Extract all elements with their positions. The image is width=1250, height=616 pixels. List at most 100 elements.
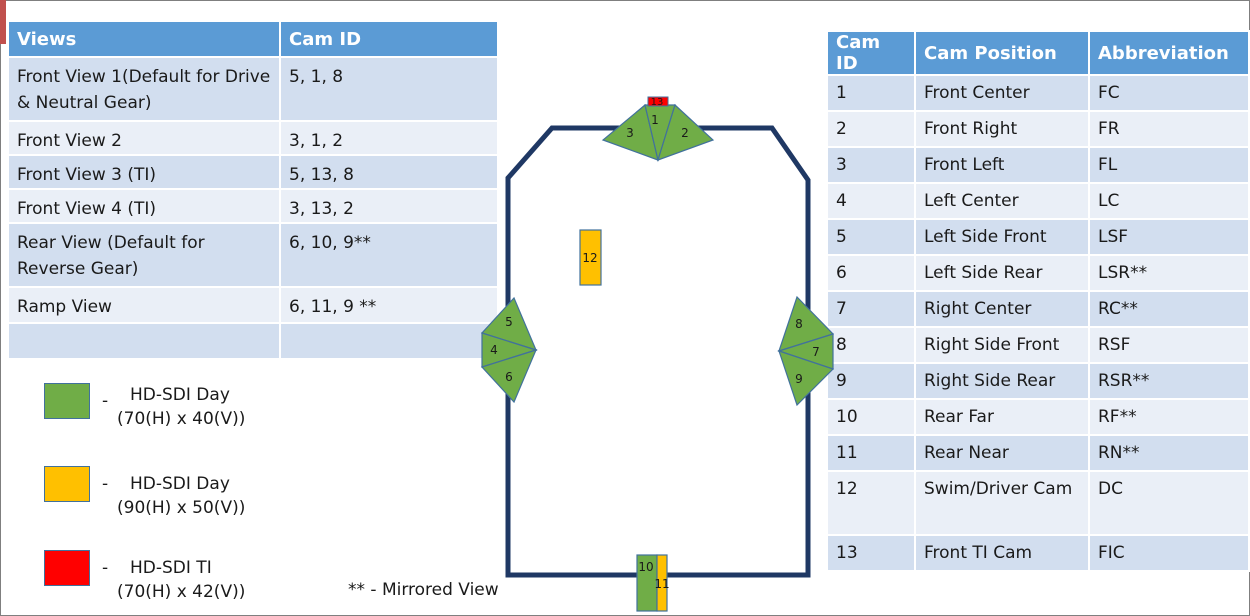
- legend-dash: -: [102, 558, 109, 578]
- cam-abbr: RC**: [1088, 290, 1250, 328]
- camera-13: [647, 96, 669, 107]
- cam-id: 10: [826, 398, 916, 436]
- camera-12-label: 12: [582, 251, 597, 265]
- table-row: Rear View (Default for Reverse Gear) 6, …: [7, 222, 499, 288]
- view-cams: 6, 10, 9**: [279, 222, 499, 288]
- view-name: Front View 4 (TI): [7, 188, 281, 224]
- cam-position: Rear Far: [914, 398, 1090, 436]
- view-cams: [279, 322, 499, 360]
- cam-position: Right Center: [914, 290, 1090, 328]
- legend-line1: HD-SDI Day: [130, 385, 230, 405]
- views-header-row: Views Cam ID: [7, 20, 499, 58]
- vehicle-outline: [505, 125, 811, 578]
- view-name: Front View 3 (TI): [7, 154, 281, 190]
- cam-abbr: LC: [1088, 182, 1250, 220]
- cam-position: Front Center: [914, 74, 1090, 112]
- cam-id: 13: [826, 534, 916, 572]
- cam-position: Left Side Front: [914, 218, 1090, 256]
- cam-id: 5: [826, 218, 916, 256]
- table-row: Front View 3 (TI) 5, 13, 8: [7, 154, 499, 190]
- legend-label: HD-SDI Day (90(H) x 50(V)): [117, 472, 245, 520]
- cam-position: Left Center: [914, 182, 1090, 220]
- table-row: Front View 1(Default for Drive & Neutral…: [7, 56, 499, 122]
- camera-3-label: 3: [626, 126, 634, 140]
- cam-abbr: RN**: [1088, 434, 1250, 472]
- table-row: [7, 322, 499, 360]
- view-name: Front View 1(Default for Drive & Neutral…: [7, 56, 281, 122]
- table-row: Front View 4 (TI) 3, 13, 2: [7, 188, 499, 224]
- cam-abbr: FR: [1088, 110, 1250, 148]
- cam-abbr: RSF: [1088, 326, 1250, 364]
- legend-dash: -: [102, 474, 109, 494]
- cam-abbr: RF**: [1088, 398, 1250, 436]
- cam-id: 1: [826, 74, 916, 112]
- camera-12: [579, 229, 602, 286]
- cam-abbr: LSF: [1088, 218, 1250, 256]
- camera-11: [656, 554, 668, 612]
- view-name: [7, 322, 281, 360]
- cam-abbr: FIC: [1088, 534, 1250, 572]
- legend-label: HD-SDI Day (70(H) x 40(V)): [117, 383, 245, 431]
- camera-9-label: 9: [795, 372, 803, 386]
- legend-line1: HD-SDI TI: [130, 558, 212, 578]
- camera-9: [778, 350, 835, 407]
- legend-dash: -: [102, 391, 109, 411]
- table-row: Ramp View 6, 11, 9 **: [7, 286, 499, 324]
- cam-abbr: FL: [1088, 146, 1250, 184]
- camera-header-row: Cam ID Cam Position Abbreviation: [826, 30, 1250, 76]
- cam-id: 8: [826, 326, 916, 364]
- camera-4-label: 4: [490, 343, 498, 357]
- cam-abbr: DC: [1088, 470, 1250, 536]
- view-cams: 5, 1, 8: [279, 56, 499, 122]
- mirrored-view-note: ** - Mirrored View: [348, 580, 499, 600]
- cam-position: Front Left: [914, 146, 1090, 184]
- legend-line2: (90(H) x 50(V)): [117, 498, 246, 518]
- camera-2-label: 2: [681, 126, 689, 140]
- legend-line1: HD-SDI Day: [130, 474, 230, 494]
- legend-label: HD-SDI TI (70(H) x 42(V)): [117, 556, 245, 604]
- cam-position: Right Side Rear: [914, 362, 1090, 400]
- camera-8-label: 8: [795, 317, 803, 331]
- green-swatch-icon: [44, 383, 90, 419]
- red-swatch-icon: [44, 550, 90, 586]
- camera-11-label: 11: [654, 577, 669, 591]
- view-name: Rear View (Default for Reverse Gear): [7, 222, 281, 288]
- view-cams: 3, 13, 2: [279, 188, 499, 224]
- cam-id: 6: [826, 254, 916, 292]
- camera-13-label: 13: [651, 97, 664, 108]
- camera-header-position: Cam Position: [914, 30, 1090, 76]
- cam-abbr: LSR**: [1088, 254, 1250, 292]
- camera-7-label: 7: [812, 345, 820, 359]
- camera-5-label: 5: [505, 315, 513, 329]
- view-name: Ramp View: [7, 286, 281, 324]
- legend-line2: (70(H) x 42(V)): [117, 582, 246, 602]
- views-header-views: Views: [7, 20, 281, 58]
- cam-id: 11: [826, 434, 916, 472]
- cam-position: Left Side Rear: [914, 254, 1090, 292]
- cam-position: Front Right: [914, 110, 1090, 148]
- cam-position: Swim/Driver Cam: [914, 470, 1090, 536]
- camera-6: [480, 349, 538, 404]
- camera-header-id: Cam ID: [826, 30, 916, 76]
- cam-position: Right Side Front: [914, 326, 1090, 364]
- slide-accent-mark: [0, 0, 6, 44]
- camera-2: [657, 103, 715, 161]
- camera-1-label: 1: [651, 113, 659, 127]
- views-table: Views Cam ID Front View 1(Default for Dr…: [7, 20, 499, 360]
- cam-id: 3: [826, 146, 916, 184]
- cam-id: 9: [826, 362, 916, 400]
- camera-10-label: 10: [638, 560, 653, 574]
- cam-abbr: FC: [1088, 74, 1250, 112]
